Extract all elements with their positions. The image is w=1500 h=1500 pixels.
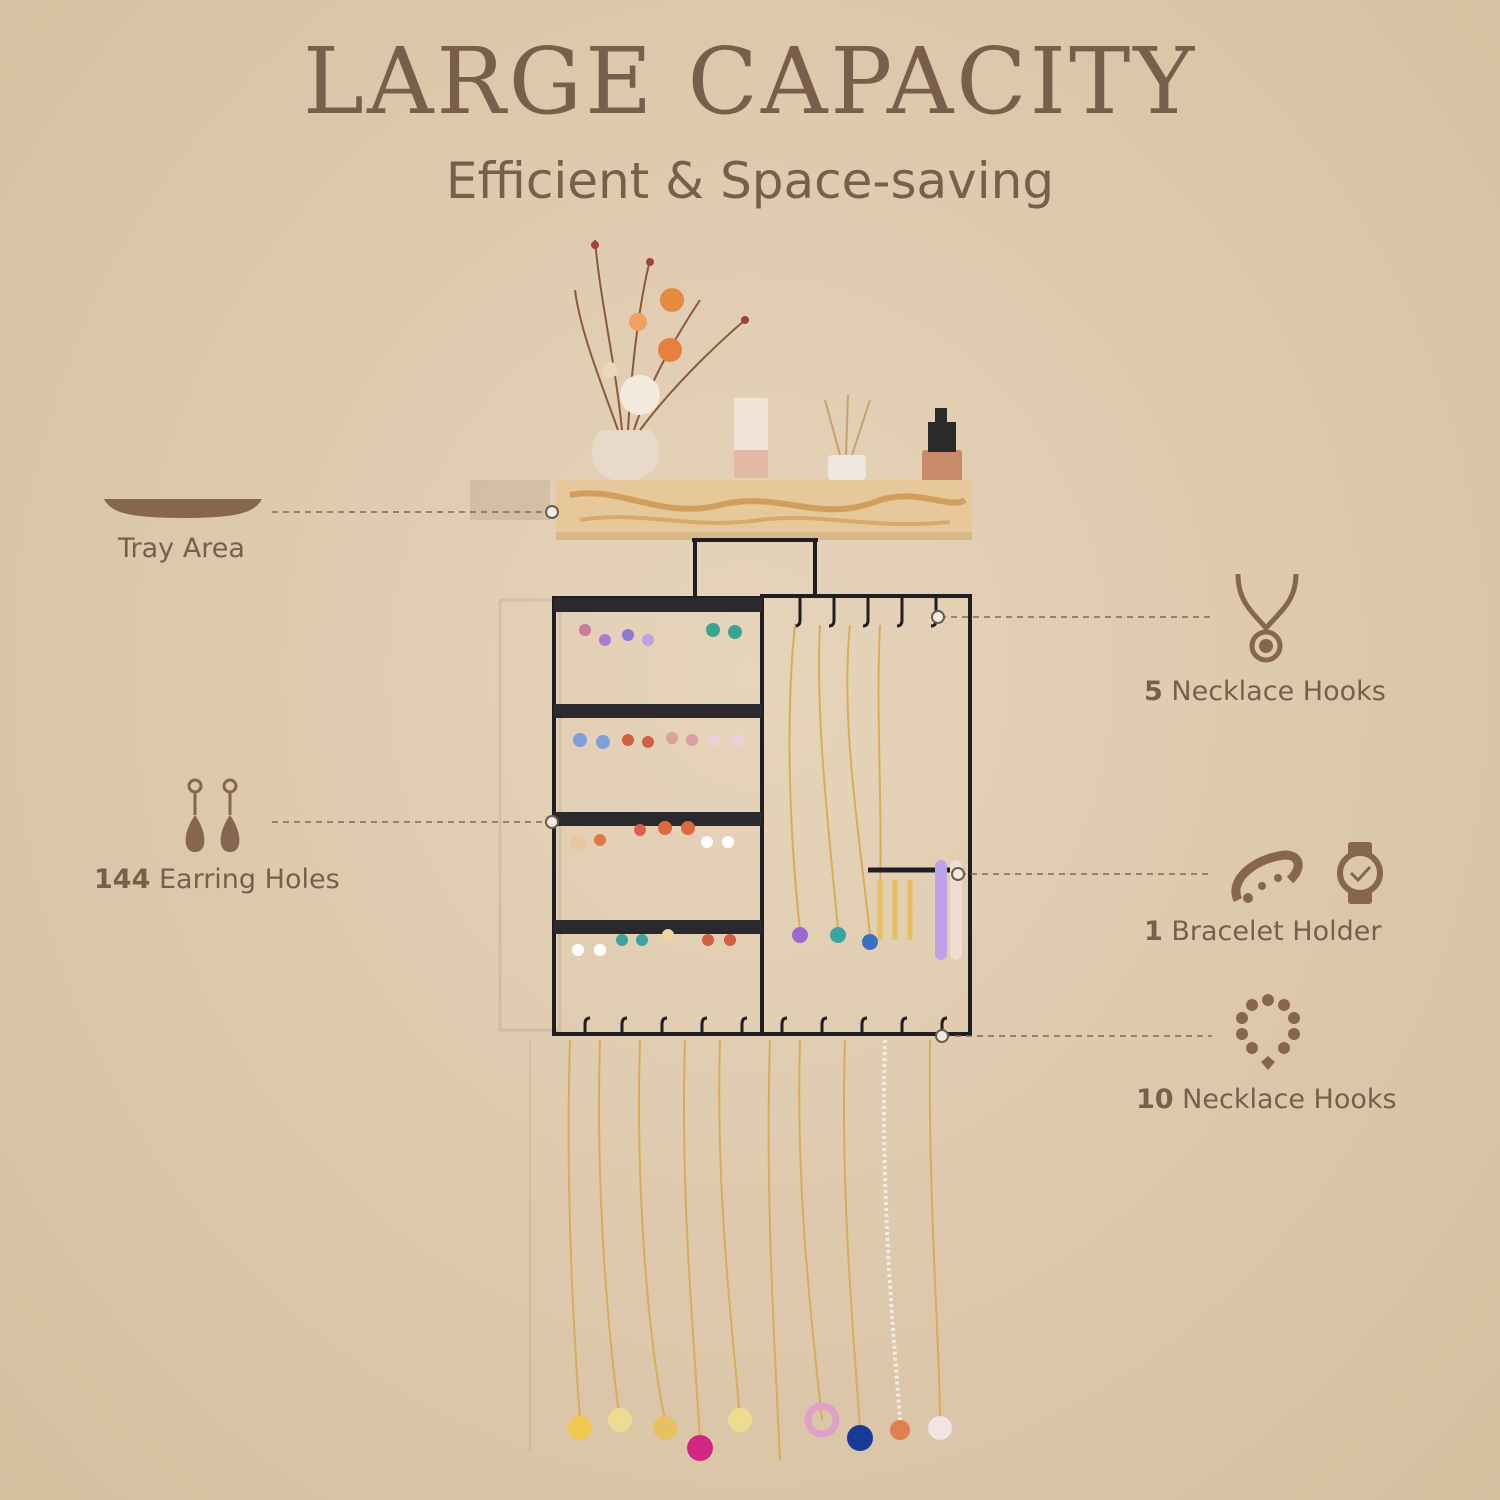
top-hooks-marker — [931, 610, 945, 624]
top-hooks-label: 5 Necklace Hooks — [1144, 676, 1386, 707]
wooden-tray — [556, 480, 972, 540]
earring-holes-label: 144 Earring Holes — [94, 864, 340, 895]
top-necklaces — [788, 598, 938, 950]
bottom-necklaces — [567, 1016, 952, 1461]
earrings-display — [570, 623, 744, 956]
bead-bracelet-icon — [1236, 994, 1300, 1070]
tray-icon — [104, 499, 262, 518]
bracelet-holder-label: 1 Bracelet Holder — [1144, 916, 1382, 947]
page-subtitle: Efficient & Space-saving — [445, 152, 1055, 210]
page-title: LARGE CAPACITY — [302, 28, 1198, 135]
tray-area-label: Tray Area — [118, 533, 245, 564]
bracelet-holder — [868, 860, 962, 960]
bottom-hooks-marker — [935, 1029, 949, 1043]
top-hooks-count: 5 — [1144, 676, 1163, 707]
bottom-hooks-label: 10 Necklace Hooks — [1136, 1084, 1397, 1115]
watch-icon — [1337, 842, 1383, 904]
flower-vase — [574, 239, 749, 482]
necklace-icon — [1235, 573, 1299, 663]
wall-shadow — [470, 480, 562, 1450]
bottom-hooks-count: 10 — [1136, 1084, 1174, 1115]
tray-marker — [545, 505, 559, 519]
cosmetic-bottles — [734, 394, 962, 482]
earring-count: 144 — [94, 864, 151, 895]
jewelry-rack — [552, 538, 972, 1036]
earring-icon — [185, 778, 240, 852]
earring-marker — [545, 815, 559, 829]
bangle-icon — [1231, 850, 1303, 903]
bracelet-marker — [951, 867, 965, 881]
bracelet-count: 1 — [1144, 916, 1163, 947]
